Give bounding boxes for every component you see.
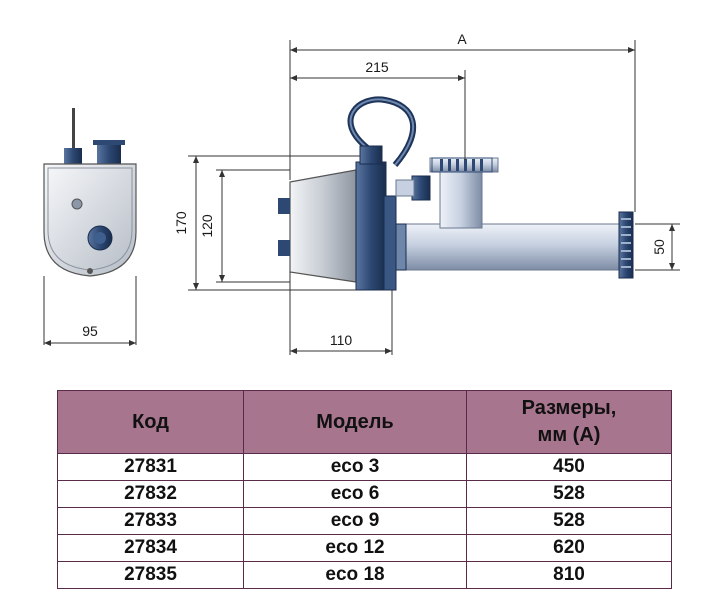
table-row: 27835 eco 18 810 <box>57 561 672 589</box>
coupling-block <box>355 161 387 291</box>
front-view: 95 <box>43 108 137 346</box>
cell-size: 450 <box>466 453 672 481</box>
table-row: 27834 eco 12 620 <box>57 534 672 562</box>
cell-code: 27832 <box>57 480 244 508</box>
cell-code: 27834 <box>57 534 244 562</box>
header-code: Код <box>57 390 244 454</box>
cell-size: 528 <box>466 480 672 508</box>
front-connector-left <box>64 148 82 164</box>
table-row: 27831 eco 3 450 <box>57 453 672 481</box>
table-row: 27833 eco 9 528 <box>57 507 672 535</box>
cell-size: 528 <box>466 507 672 535</box>
cell-code: 27831 <box>57 453 244 481</box>
end-flange <box>618 211 634 279</box>
heater-riser <box>439 167 483 229</box>
sensor-antenna <box>72 108 75 150</box>
side-connector <box>359 145 383 165</box>
header-size: Размеры, мм (А) <box>466 390 672 454</box>
cell-code: 27833 <box>57 507 244 535</box>
cell-size: 620 <box>466 534 672 562</box>
side-knob-bottom <box>278 240 290 256</box>
dim-length-a: A <box>457 31 467 47</box>
fitting-nut <box>411 175 431 201</box>
table-row: 27832 eco 6 528 <box>57 480 672 508</box>
cell-model: eco 12 <box>243 534 467 562</box>
cell-code: 27835 <box>57 561 244 589</box>
dim-length-215: 215 <box>365 59 389 75</box>
heater-tube <box>392 223 626 271</box>
header-model: Модель <box>243 390 467 454</box>
technical-drawing: 95 <box>43 31 680 355</box>
table-header-row: Код Модель Размеры, мм (А) <box>57 390 672 454</box>
cell-model: eco 3 <box>243 453 467 481</box>
dim-height-170: 170 <box>173 211 189 235</box>
cell-model: eco 18 <box>243 561 467 589</box>
cell-model: eco 6 <box>243 480 467 508</box>
side-knob-top <box>278 198 290 214</box>
side-view: A 215 170 120 110 50 <box>173 31 680 355</box>
dim-diameter-50: 50 <box>651 239 667 255</box>
side-housing <box>289 169 357 283</box>
cell-model: eco 9 <box>243 507 467 535</box>
spec-table: Код Модель Размеры, мм (А) 27831 eco 3 4… <box>57 390 672 589</box>
dim-width-110: 110 <box>330 332 353 348</box>
front-connector-right <box>97 142 121 164</box>
indicator-light <box>71 198 83 210</box>
front-housing <box>43 163 137 277</box>
dim-width-95: 95 <box>82 323 98 339</box>
dim-height-120: 120 <box>199 214 215 238</box>
cell-size: 810 <box>466 561 672 589</box>
